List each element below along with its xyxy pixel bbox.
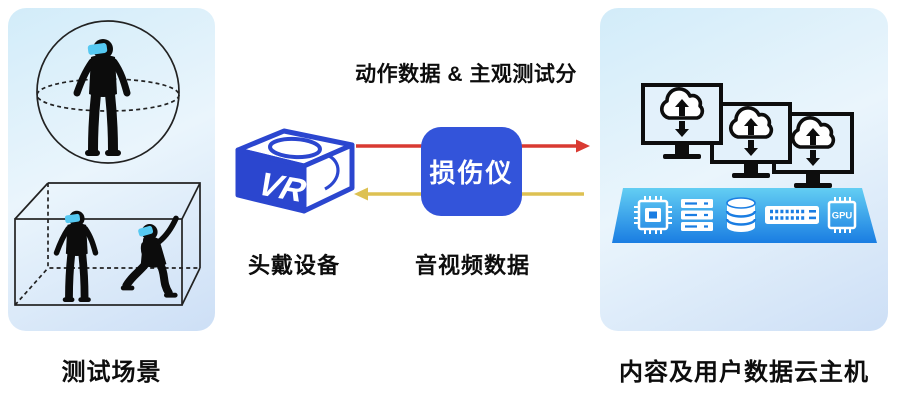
- vr-headset-icon: VR: [235, 128, 355, 214]
- headset-strap-inner: [324, 153, 340, 191]
- headset-face-opening: [268, 136, 322, 160]
- cloud-host-panel: GPU: [600, 8, 888, 331]
- cloud-host-illustration: GPU: [612, 83, 877, 243]
- cloud-host-caption: 内容及用户数据云主机: [619, 359, 869, 386]
- gpu-chip-icon: GPU: [827, 197, 857, 233]
- test-scene-illustration: [14, 20, 201, 306]
- impairment-device-box: 损伤仪: [421, 127, 522, 216]
- flow-top-label: 动作数据 & 主观测试分: [355, 63, 577, 86]
- headset-front-face: [235, 147, 307, 214]
- database-icon: [725, 197, 757, 232]
- switch-panel-icon: [765, 206, 819, 224]
- cpu-chip-icon: [634, 196, 672, 234]
- audio-video-caption: 音视频数据: [414, 253, 530, 278]
- vr-logo-text: VR: [254, 166, 311, 209]
- test-scene-panel: [8, 8, 215, 331]
- headset-visor-icon: [87, 43, 108, 55]
- server-rack-icon: [681, 199, 713, 231]
- headset-caption: 头戴设备: [247, 253, 340, 278]
- headset-visor-icon: [138, 225, 154, 237]
- vr-users-in-room-icon: [14, 182, 201, 306]
- cloud-download-monitor-icon: [641, 83, 723, 161]
- vr-user-in-sphere-icon: [36, 20, 180, 164]
- headset-visor-icon: [64, 213, 81, 224]
- gpu-label: GPU: [832, 211, 853, 222]
- test-scene-caption: 测试场景: [61, 359, 162, 386]
